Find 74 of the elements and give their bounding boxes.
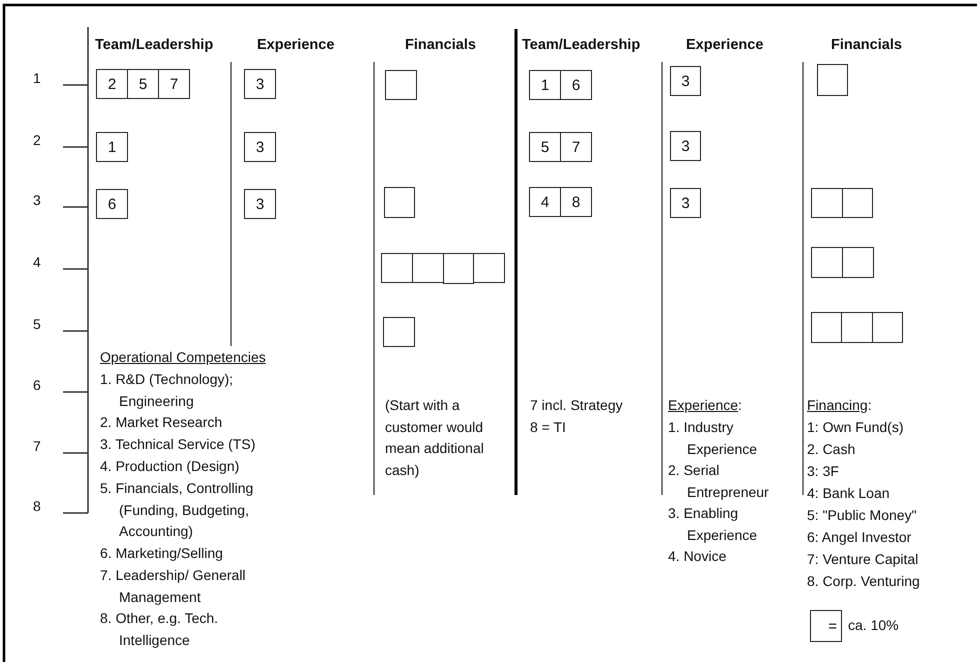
list-heading: Operational Competencies bbox=[100, 348, 267, 367]
rating-box bbox=[872, 312, 903, 343]
note-text: 7 incl. Strategy bbox=[530, 396, 624, 415]
rating-box: 3 bbox=[244, 189, 276, 219]
row-number: 1 bbox=[33, 69, 41, 88]
list-item: 2. Serial Entrepreneur bbox=[668, 461, 770, 502]
rating-box bbox=[842, 188, 873, 218]
row-number: 7 bbox=[33, 437, 41, 456]
note-text: 8 = TI bbox=[530, 418, 567, 437]
list-item: 4. Production (Design) bbox=[100, 457, 240, 476]
list-item: 2. Market Research bbox=[100, 413, 224, 432]
list-item: 1. R&D (Technology); Engineering bbox=[100, 370, 234, 411]
rating-box bbox=[473, 253, 505, 283]
list-item: 1: Own Fund(s) bbox=[807, 418, 904, 437]
rating-box bbox=[811, 312, 842, 343]
row-number: 6 bbox=[33, 376, 41, 395]
rating-box bbox=[383, 317, 415, 347]
rating-box bbox=[817, 64, 848, 96]
column-heading: Financials bbox=[405, 36, 476, 55]
list-item: 2. Cash bbox=[807, 440, 856, 459]
rating-box bbox=[811, 247, 843, 278]
column-heading: Financials bbox=[831, 36, 902, 55]
list-heading: Financing: bbox=[807, 396, 873, 415]
rating-box bbox=[811, 188, 843, 218]
list-item: 3: 3F bbox=[807, 462, 840, 481]
row-number: 5 bbox=[33, 315, 41, 334]
rating-box: 3 bbox=[670, 66, 701, 96]
rating-box: 3 bbox=[670, 188, 701, 218]
rating-box: 6 bbox=[560, 70, 592, 100]
rating-box: 3 bbox=[244, 69, 276, 99]
list-item: 6: Angel Investor bbox=[807, 528, 912, 547]
list-item: 6. Marketing/Selling bbox=[100, 544, 224, 563]
rating-box: 1 bbox=[529, 70, 561, 100]
list-item: 5. Financials, Controlling (Funding, Budgeting, Accounting) bbox=[100, 479, 254, 542]
list-item: 4. Novice bbox=[668, 547, 728, 566]
list-heading: Experience: bbox=[668, 396, 743, 415]
rating-box: 3 bbox=[670, 131, 701, 161]
rating-box: 1 bbox=[96, 132, 128, 162]
column-heading: Experience bbox=[686, 36, 764, 55]
rating-box bbox=[384, 187, 415, 218]
row-number: 3 bbox=[33, 191, 41, 210]
rating-box: 7 bbox=[158, 69, 190, 99]
column-heading: Team/Leadership bbox=[522, 36, 640, 55]
rating-box bbox=[842, 247, 874, 278]
list-item: 4: Bank Loan bbox=[807, 484, 891, 503]
rating-box: 6 bbox=[96, 189, 128, 219]
row-number: 8 bbox=[33, 497, 41, 516]
row-number: 4 bbox=[33, 253, 41, 272]
list-item: 7: Venture Capital bbox=[807, 550, 920, 569]
column-heading: Experience bbox=[257, 36, 334, 55]
rating-box bbox=[381, 253, 413, 283]
legend-text: ca. 10% bbox=[848, 616, 899, 635]
rating-box: 5 bbox=[127, 69, 159, 99]
list-item: 8. Corp. Venturing bbox=[807, 572, 921, 591]
list-item: 3. Technical Service (TS) bbox=[100, 435, 256, 454]
column-heading: Team/Leadership bbox=[95, 36, 214, 55]
list-item: 3. Enabling Experience bbox=[668, 504, 758, 545]
rating-box bbox=[443, 253, 474, 284]
rating-box: 4 bbox=[529, 187, 561, 217]
list-item: 8. Other, e.g. Tech. Intelligence bbox=[100, 609, 220, 650]
list-item: 7. Leadership/ Generall Management bbox=[100, 566, 247, 607]
rating-box: 5 bbox=[529, 132, 561, 162]
note-text: (Start with a customer would mean additional cash) bbox=[385, 396, 485, 480]
rating-box: = bbox=[810, 610, 842, 642]
rating-box: 7 bbox=[560, 132, 592, 162]
rating-box bbox=[841, 312, 873, 343]
rating-box bbox=[412, 253, 444, 283]
list-item: 1. Industry Experience bbox=[668, 418, 758, 459]
row-number: 2 bbox=[33, 131, 41, 150]
rating-box: 3 bbox=[244, 132, 276, 162]
rating-box bbox=[385, 70, 417, 100]
rating-box: 8 bbox=[560, 187, 592, 217]
list-item: 5: "Public Money" bbox=[807, 506, 918, 525]
rating-box: 2 bbox=[96, 69, 128, 99]
